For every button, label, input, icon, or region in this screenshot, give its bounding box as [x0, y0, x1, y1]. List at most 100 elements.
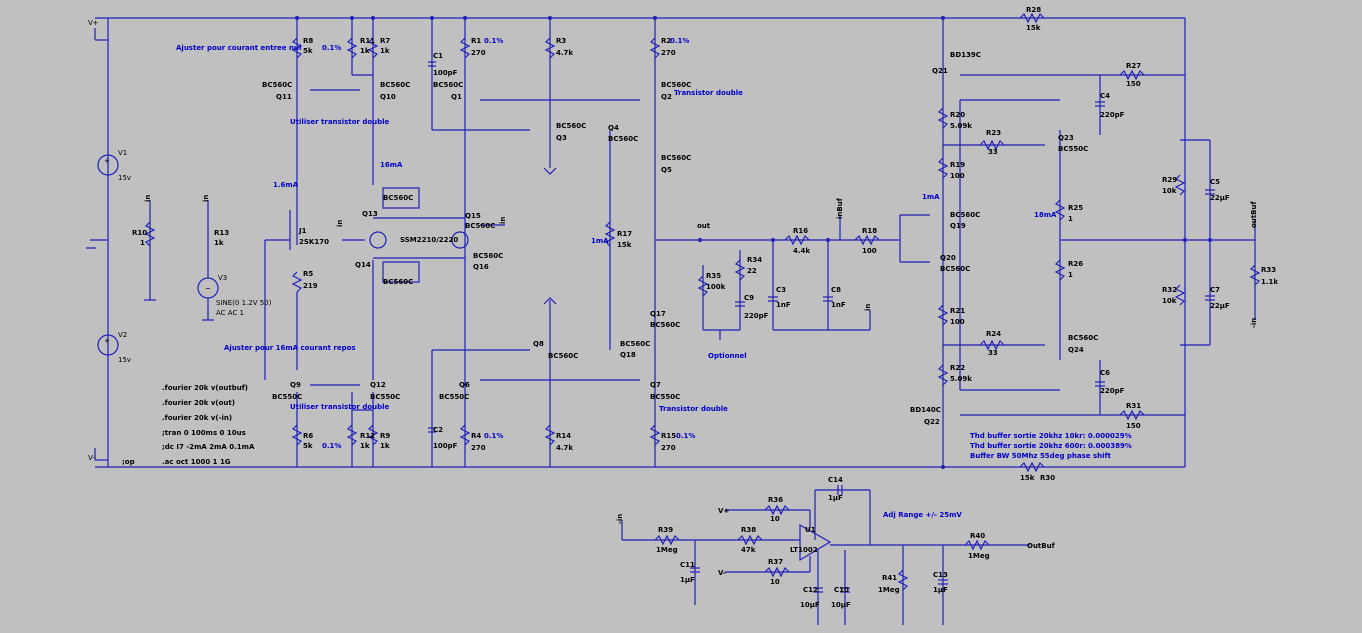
label-q7-part: BC550C — [650, 393, 680, 401]
label-c4: C4 — [1100, 92, 1110, 100]
label-r2: R2 — [661, 37, 671, 45]
label-q11-part: BC560C — [262, 81, 292, 89]
label-r24v: 33 — [988, 349, 998, 357]
label-r30: R30 — [1040, 474, 1055, 482]
directive-1: .fourier 20k v(out) — [162, 399, 235, 407]
label-r32v: 10k — [1162, 297, 1177, 305]
label-c5: C5 — [1210, 178, 1220, 186]
label-c9v: 220pF — [744, 312, 769, 320]
label-c12: C12 — [803, 586, 818, 594]
label-v2-value: 15v — [118, 356, 131, 364]
note-bw: Buffer BW 50Mhz 55deg phase shift — [970, 452, 1112, 460]
label-c12v: 10µF — [800, 601, 820, 609]
label-c5v: 22µF — [1210, 194, 1230, 202]
label-r20: R20 — [950, 111, 965, 119]
label-c6v: 220pF — [1100, 387, 1125, 395]
label-q13-q14-part-bot: BC560C — [383, 278, 413, 286]
net-inbuf: inBuf — [836, 197, 844, 219]
label-r28v: 15k — [1026, 24, 1041, 32]
label-c8v: 1nF — [831, 301, 846, 309]
label-q18-part: BC560C — [620, 340, 650, 348]
label-r41: R41 — [882, 574, 897, 582]
note-transistor-double-top: Transistor double — [674, 89, 743, 97]
label-r34: R34 — [747, 256, 762, 264]
vas-stage — [428, 16, 661, 467]
label-r21v: 100 — [950, 318, 965, 326]
label-q12: Q12 — [370, 381, 386, 389]
label-q22-part: BD140C — [910, 406, 941, 414]
note-adjust-null: Ajuster pour courant entree nul — [176, 44, 301, 52]
part-labels: V1 15v V2 15v V3 SINE(0 1.2V 50) AC AC 1… — [88, 6, 1278, 609]
label-c1v: 100pF — [433, 69, 458, 77]
label-q3-part: BC560C — [556, 122, 586, 130]
label-q20: Q20 — [940, 254, 956, 262]
label-r15v: 270 — [661, 444, 676, 452]
label-v3-sine: SINE(0 1.2V 50) — [216, 299, 272, 307]
note-optionnel: Optionnel — [708, 352, 747, 360]
label-r12: R12 — [360, 432, 375, 440]
label-r11v: 1k — [360, 47, 370, 55]
label-q2-part: BC560C — [661, 81, 691, 89]
directive-0: .fourier 20k v(outbuf) — [162, 384, 248, 392]
note-thd1: Thd buffer sortie 20khz 10kr: 0.000029% — [970, 432, 1132, 440]
label-v1: V1 — [118, 149, 127, 157]
label-r41v: 1Meg — [878, 586, 900, 594]
net-vplus-servo: V+ — [718, 507, 729, 515]
note-1ma-right: 1mA — [922, 193, 940, 201]
label-v3: V3 — [218, 274, 227, 282]
label-c11: C11 — [680, 561, 695, 569]
label-r23v: 33 — [988, 148, 998, 156]
note-pct-r15: 0.1% — [676, 432, 695, 440]
note-1-6ma: 1.6mA — [273, 181, 299, 189]
label-r38: R38 — [741, 526, 756, 534]
label-r1: R1 — [471, 37, 481, 45]
label-r10v: 1 — [140, 239, 145, 247]
label-r36: R36 — [768, 496, 783, 504]
label-r5: R5 — [303, 270, 313, 278]
servo-circuit — [621, 485, 1030, 625]
label-r7: R7 — [380, 37, 390, 45]
label-c3: C3 — [776, 286, 786, 294]
label-r21: R21 — [950, 307, 965, 315]
label-r31: R31 — [1126, 402, 1141, 410]
source-v1: + — [97, 154, 119, 176]
svg-text:~: ~ — [205, 285, 211, 293]
label-u1: U1 — [805, 526, 816, 534]
label-c14v: 1µF — [828, 494, 843, 502]
label-ssm: SSM2210/2220 — [400, 236, 458, 244]
svg-text:+: + — [104, 337, 110, 345]
directive-op: ;op — [122, 458, 135, 466]
label-r4: R4 — [471, 432, 481, 440]
note-pct-r4: 0.1% — [484, 432, 503, 440]
label-q22: Q22 — [924, 418, 940, 426]
note-adjust-bias: Ajuster pour 16mA courant repos — [224, 344, 356, 352]
label-q15-part: BC560C — [465, 222, 495, 230]
output-network — [655, 215, 900, 340]
label-c13v: 1µF — [933, 586, 948, 594]
label-q21-part: BD139C — [950, 51, 981, 59]
directive-5: .ac oct 1000 1 1G — [162, 458, 231, 466]
note-pct-r12: 0.1% — [322, 442, 341, 450]
label-c4v: 220pF — [1100, 111, 1125, 119]
label-r23: R23 — [986, 129, 1001, 137]
label-c9: C9 — [744, 294, 754, 302]
net-in-e: in — [864, 304, 872, 311]
directive-4: ;dc I7 -2mA 2mA 0.1mA — [162, 443, 255, 451]
label-r31v: 150 — [1126, 422, 1141, 430]
note-1ma-left: 1mA — [591, 237, 609, 245]
label-r16: R16 — [793, 227, 808, 235]
annotations: Ajuster pour courant entree nul 0.1% 0.1… — [122, 37, 1258, 577]
label-q9-part: BC550C — [272, 393, 302, 401]
label-r6: R6 — [303, 432, 313, 440]
label-r14v: 4.7k — [556, 444, 573, 452]
label-r5v: 219 — [303, 282, 318, 290]
note-pct-r2: 0.1% — [670, 37, 689, 45]
label-c1: C1 — [433, 52, 443, 60]
label-q4: Q4 — [608, 124, 619, 132]
label-vminus: V- — [88, 454, 95, 462]
label-q18: Q18 — [620, 351, 636, 359]
label-r7v: 1k — [380, 47, 390, 55]
label-r10: R10 — [132, 229, 147, 237]
label-q12-part: BC550C — [370, 393, 400, 401]
